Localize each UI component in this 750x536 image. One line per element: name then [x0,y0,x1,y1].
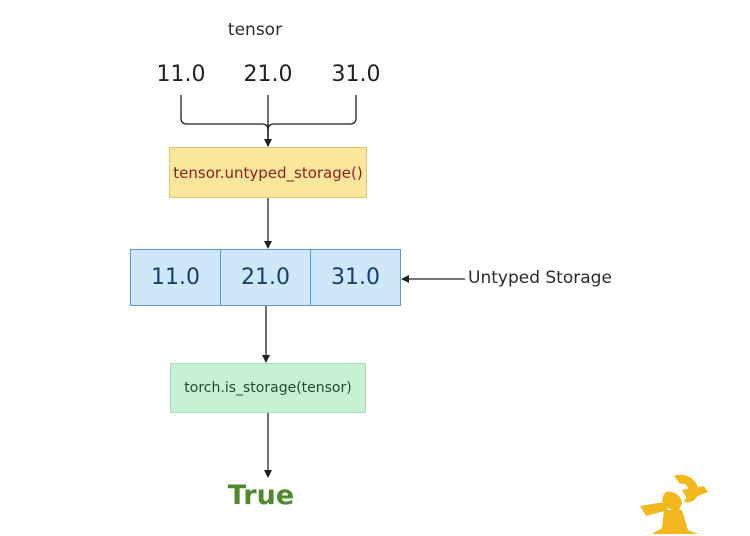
mascot-logo-icon [640,474,708,534]
untyped-storage-call-box: tensor.untyped_storage() [169,147,367,198]
storage-cell-3: 31.0 [310,250,400,305]
tensor-value-1: 11.0 [156,62,206,87]
untyped-storage-array: 11.0 21.0 31.0 [130,249,401,306]
tensor-value-2: 21.0 [243,62,293,87]
is-storage-call-box: torch.is_storage(tensor) [170,363,366,413]
tensor-value-3: 31.0 [331,62,381,87]
storage-cell-2: 21.0 [220,250,310,305]
result-text: True [227,480,295,511]
untyped-storage-label: Untyped Storage [468,268,612,288]
tensor-label: tensor [227,20,283,40]
storage-cell-1: 11.0 [151,265,200,290]
